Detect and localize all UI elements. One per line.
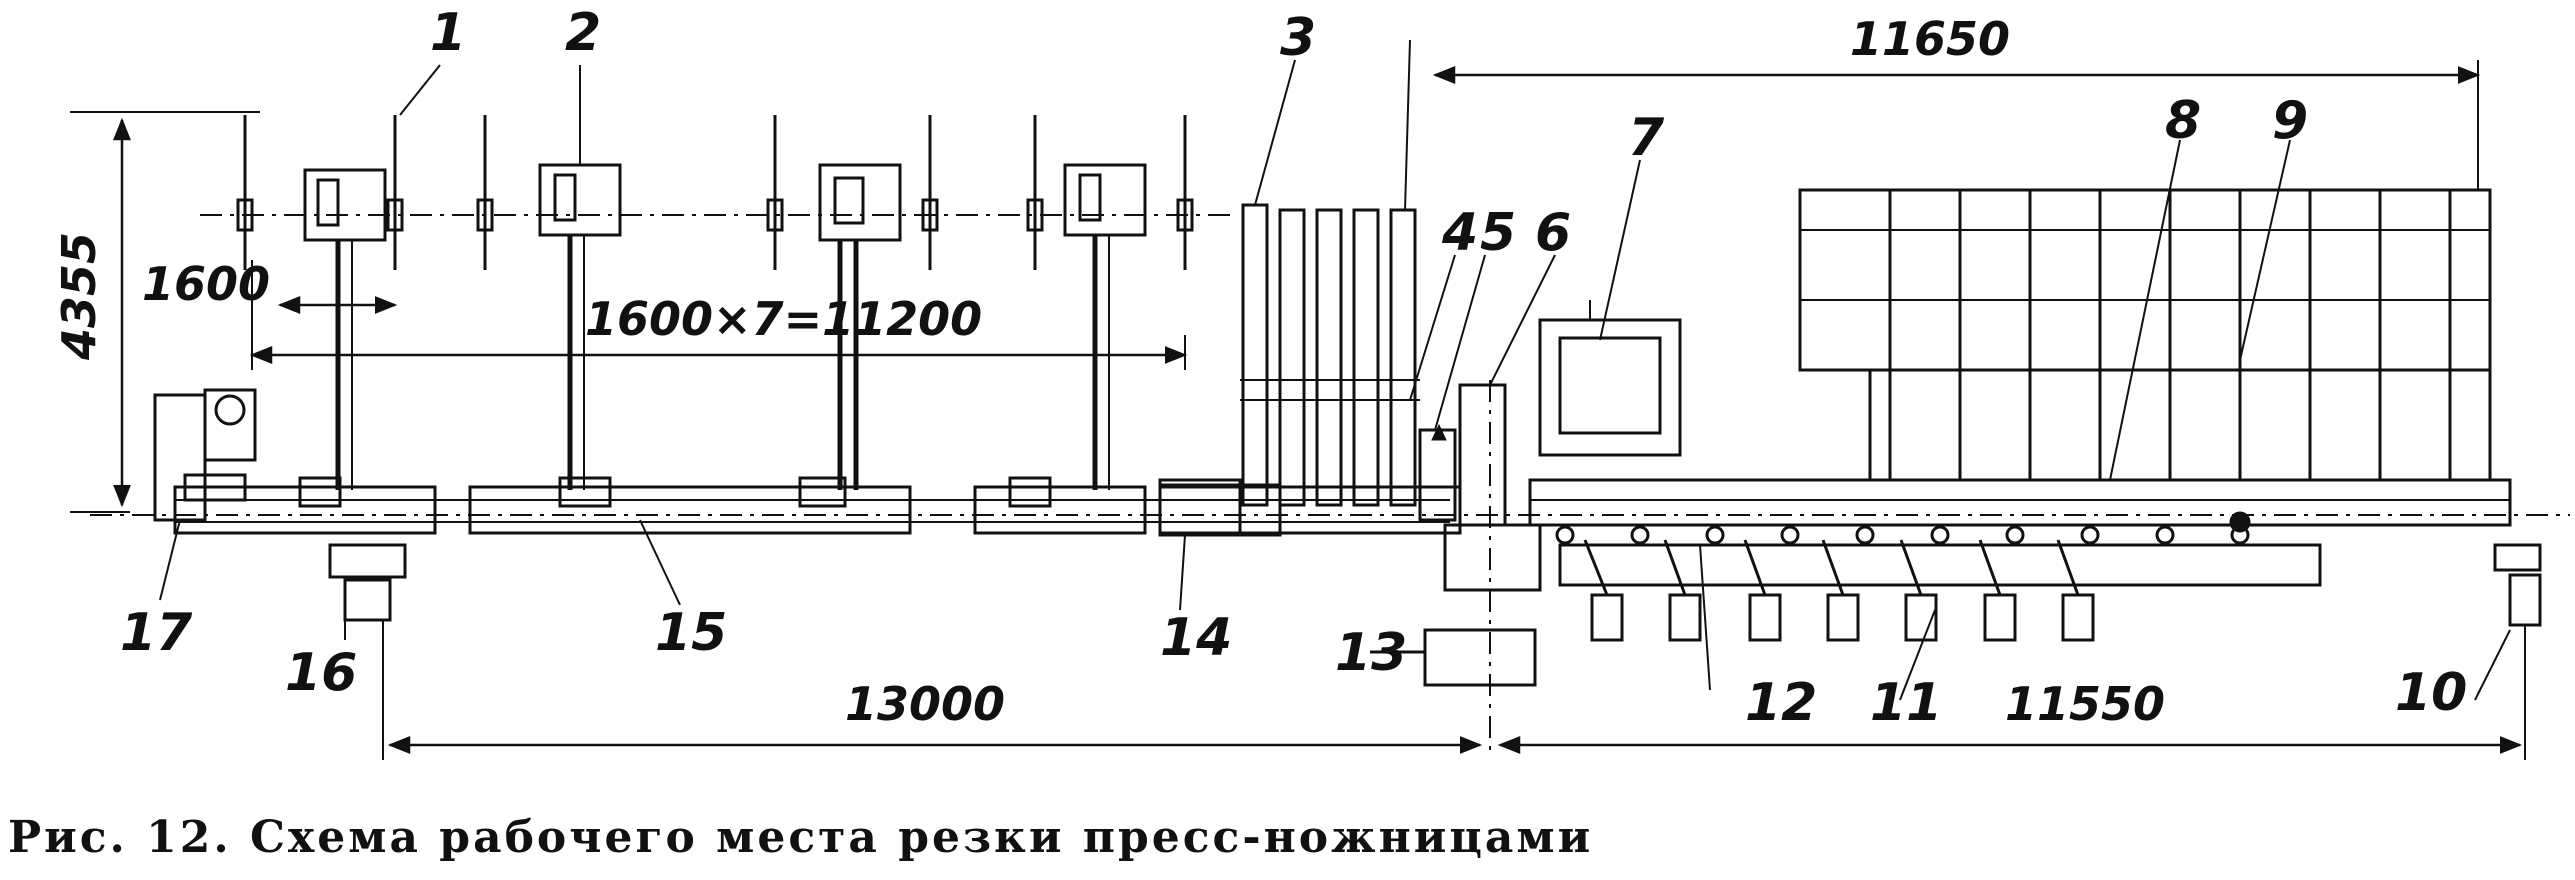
callout-6: 6 [1535,203,1571,263]
callout-7: 7 [1628,108,1665,168]
transfer-carriage-4 [1063,163,1147,490]
callout-8: 8 [2165,91,2201,151]
transfer-carriage-1 [303,168,387,490]
span-dimension-label: 1600×7=11200 [585,292,982,346]
bottom-left-dimension-label: 13000 [845,677,1005,731]
callout-13: 13 [1335,623,1407,683]
transfer-arms [1583,539,2095,642]
pitch-dimension [249,260,1188,370]
end-stop-drive [2493,543,2542,760]
callout-11: 11 [1870,673,1942,733]
drive-unit-17 [153,388,257,522]
callout-16: 16 [285,643,357,703]
transfer-carriage-3 [818,163,902,490]
accumulator-pockets [1158,203,1420,537]
callout-1: 1 [430,3,466,63]
callout-5: 5 [1480,203,1516,263]
callout-10: 10 [2395,663,2467,723]
storage-rack [1798,188,2492,482]
callout-12: 12 [1745,673,1817,733]
height-dimension-label: 4355 [52,232,106,361]
drive-unit-16 [328,543,407,760]
top-right-dimension-label: 11650 [1850,12,2010,66]
callout-9: 9 [2272,91,2308,151]
figure-caption: Рис. 12. Схема рабочего места резки прес… [8,812,1594,863]
callout-17: 17 [120,603,193,663]
leader-lines [159,39,2511,701]
callout-2: 2 [565,3,601,63]
press-shears [1370,380,1542,750]
pitch-dimension-label: 1600 [142,257,270,311]
hanger-rack [236,115,1194,270]
callout-14: 14 [1160,608,1232,668]
callout-3: 3 [1280,8,1316,68]
bottom-right-dimension-label: 11550 [2005,677,2165,731]
height-dimension [70,111,260,513]
control-booth [1538,300,1682,457]
callout-4: 4 [1441,203,1478,263]
callout-15: 15 [655,603,727,663]
top-right-dimension [1432,60,2481,190]
